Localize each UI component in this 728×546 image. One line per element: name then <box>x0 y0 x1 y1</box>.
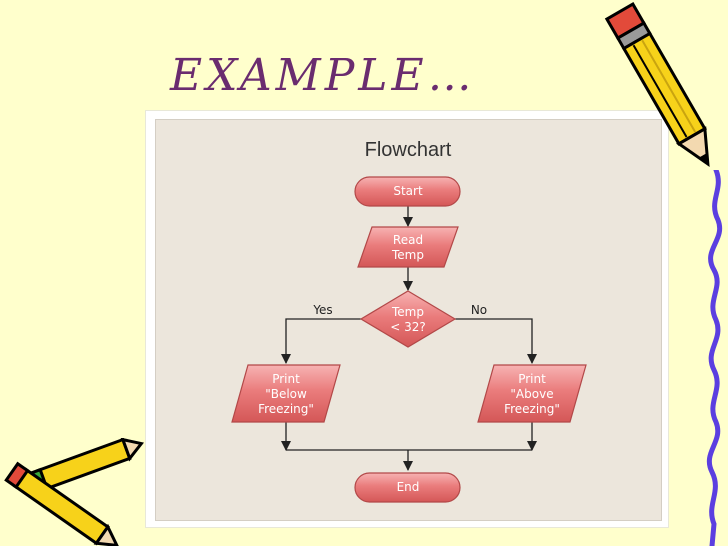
print-below-line1: Print <box>272 372 300 386</box>
end-label: End <box>397 480 420 494</box>
flowchart-title: Flowchart <box>365 139 452 161</box>
print-above-node <box>477 364 587 423</box>
flowchart-diagram: Flowchart Yes No Start Read Temp <box>231 139 587 503</box>
flowchart-canvas: Flowchart Yes No Start Read Temp <box>155 119 662 521</box>
print-below-node <box>231 364 341 423</box>
end-node <box>354 472 461 503</box>
print-below-line2: "Below <box>265 387 307 401</box>
start-label: Start <box>393 184 423 198</box>
slide-title: EXAMPLE… <box>170 50 476 101</box>
squiggle-line-decoration <box>706 170 723 546</box>
read-label-line2: Temp <box>391 248 424 262</box>
pencil-clipart-top-right <box>604 2 710 168</box>
decision-label-line1: Temp <box>391 305 424 319</box>
connector-yes-branch <box>281 318 361 364</box>
read-label-line1: Read <box>393 233 423 247</box>
no-label: No <box>471 303 487 317</box>
read-temp-node <box>357 226 459 268</box>
flowchart-frame: Flowchart Yes No Start Read Temp <box>145 110 669 528</box>
print-below-line3: Freezing" <box>258 402 314 416</box>
pencils-clipart-bottom-left <box>4 438 144 546</box>
start-node <box>354 176 461 207</box>
print-above-line1: Print <box>518 372 546 386</box>
connector-no-branch <box>455 318 537 364</box>
print-above-line3: Freezing" <box>504 402 560 416</box>
print-above-line2: "Above <box>510 387 553 401</box>
yes-label: Yes <box>312 303 332 317</box>
connectors <box>281 206 537 471</box>
decision-node <box>359 290 457 348</box>
decision-label-line2: < 32? <box>390 320 426 334</box>
